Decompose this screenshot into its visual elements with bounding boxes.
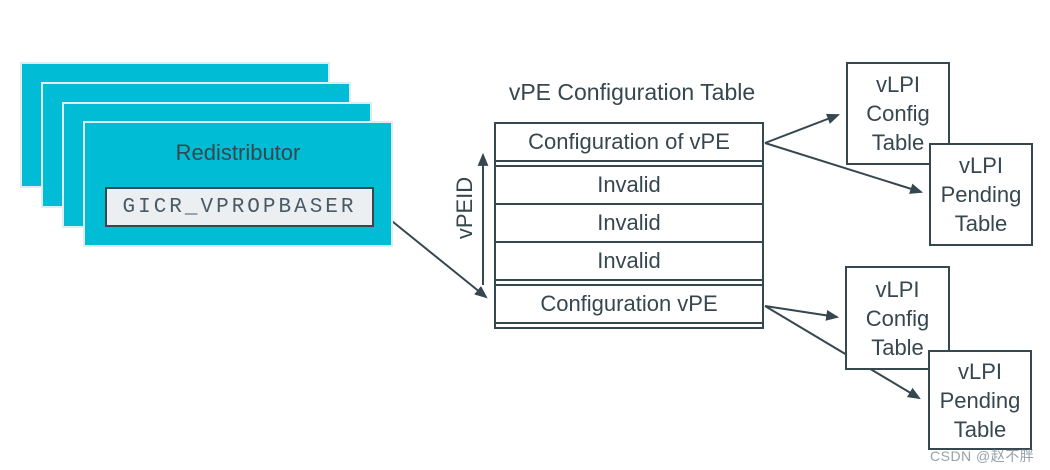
vlpi-line: Pending bbox=[940, 182, 1022, 207]
register-label: GICR_VPROPBASER bbox=[122, 195, 357, 219]
vlpi-line: Config bbox=[865, 305, 930, 331]
vlpi-line: vLPI bbox=[875, 72, 921, 97]
table-row-invalid-2: Invalid bbox=[496, 205, 762, 243]
watermark: CSDN @赵不胖 bbox=[930, 448, 1035, 464]
gicr-vpropbaser-register: GICR_VPROPBASER bbox=[105, 187, 374, 227]
table-row-configuration-of-vpe: Configuration of vPE bbox=[496, 124, 762, 162]
redistributor-box: Redistributor GICR_VPROPBASER bbox=[83, 121, 393, 247]
vlpi-pending-table-bottom: vLPI Pending Table bbox=[928, 350, 1032, 450]
vlpi-line: Config bbox=[866, 101, 930, 126]
vpeid-axis-label: vPEID bbox=[452, 176, 477, 240]
vlpi-config-table-bottom: vLPI Config Table bbox=[845, 266, 950, 370]
vlpi-line: Table bbox=[954, 211, 1008, 236]
vlpi-line: vLPI bbox=[957, 358, 1003, 384]
arrow-row5-to-pending-icon bbox=[764, 305, 921, 400]
vlpi-pending-table-top: vLPI Pending Table bbox=[929, 143, 1033, 246]
arrow-row5-to-config-icon bbox=[764, 305, 840, 321]
vpe-configuration-table: Configuration of vPE Invalid Invalid Inv… bbox=[494, 122, 764, 329]
redistributor-label: Redistributor bbox=[175, 140, 301, 165]
vlpi-line: Table bbox=[953, 416, 1007, 442]
vlpi-line: vLPI bbox=[875, 276, 920, 302]
vpe-table-title: vPE Configuration Table bbox=[508, 79, 756, 105]
arrow-row1-to-config-icon bbox=[764, 113, 841, 144]
vlpi-line: Table bbox=[871, 130, 925, 155]
table-row-invalid-1: Invalid bbox=[496, 165, 762, 205]
arrow-row1-to-pending-icon bbox=[764, 142, 924, 194]
table-row-configuration-vpe: Configuration vPE bbox=[496, 284, 762, 324]
vlpi-line: vLPI bbox=[958, 153, 1004, 178]
vlpi-line: Pending bbox=[939, 387, 1021, 413]
table-row-invalid-3: Invalid bbox=[496, 243, 762, 281]
vlpi-line: Table bbox=[871, 334, 924, 360]
